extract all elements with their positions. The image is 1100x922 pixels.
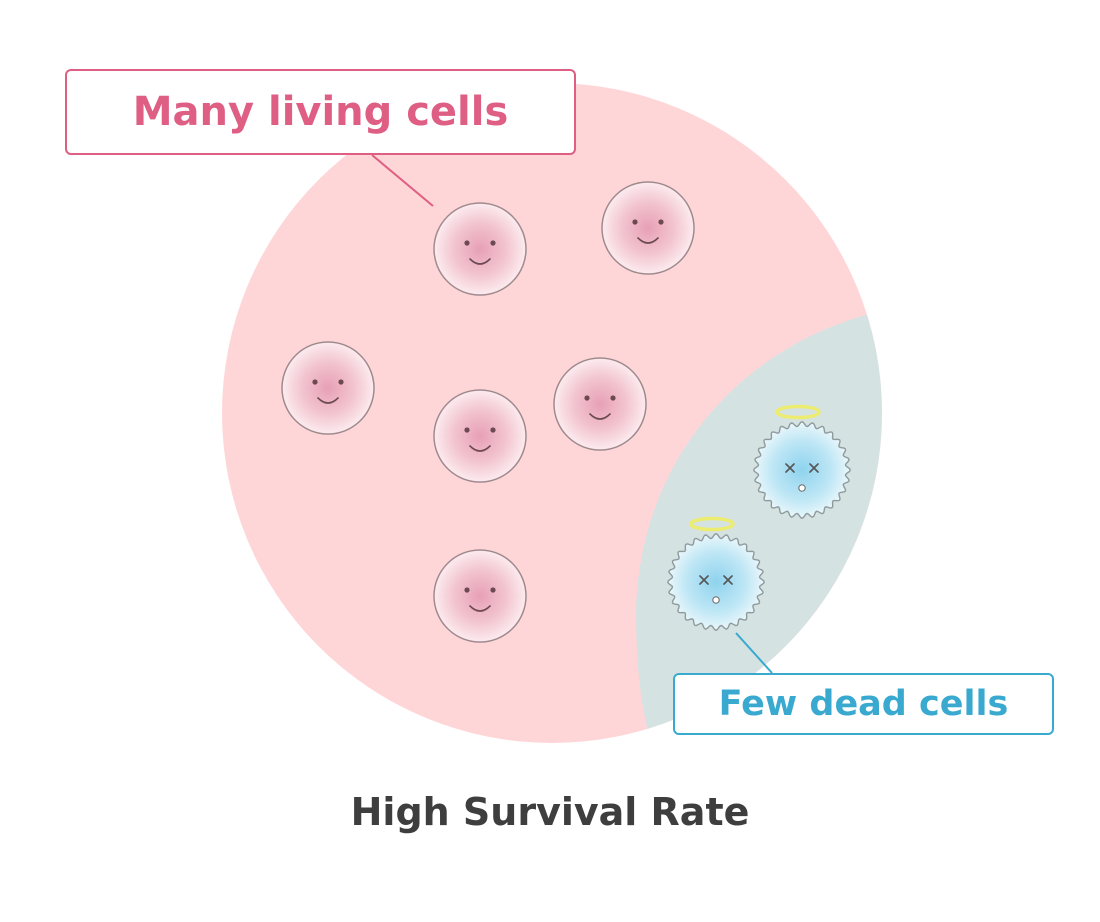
smiling-cell-icon: [433, 202, 527, 296]
dead-leader-line: [735, 632, 773, 674]
smiling-cell-icon: [433, 389, 527, 483]
dead-cells-label: Few dead cells: [673, 673, 1054, 735]
living-cells: [281, 181, 695, 643]
living-leader-line: [371, 154, 434, 207]
dead-cells-label-text: Few dead cells: [718, 684, 1009, 724]
dead-cells: [667, 404, 851, 631]
diagram-caption: High Survival Rate: [350, 790, 750, 834]
living-cells-label: Many living cells: [65, 69, 576, 155]
dead-cell-with-halo-icon: [667, 516, 765, 631]
smiling-cell-icon: [553, 357, 647, 451]
smiling-cell-icon: [601, 181, 695, 275]
smiling-cell-icon: [433, 549, 527, 643]
living-cells-label-text: Many living cells: [132, 89, 509, 135]
dead-cell-with-halo-icon: [753, 404, 851, 519]
smiling-cell-icon: [281, 341, 375, 435]
